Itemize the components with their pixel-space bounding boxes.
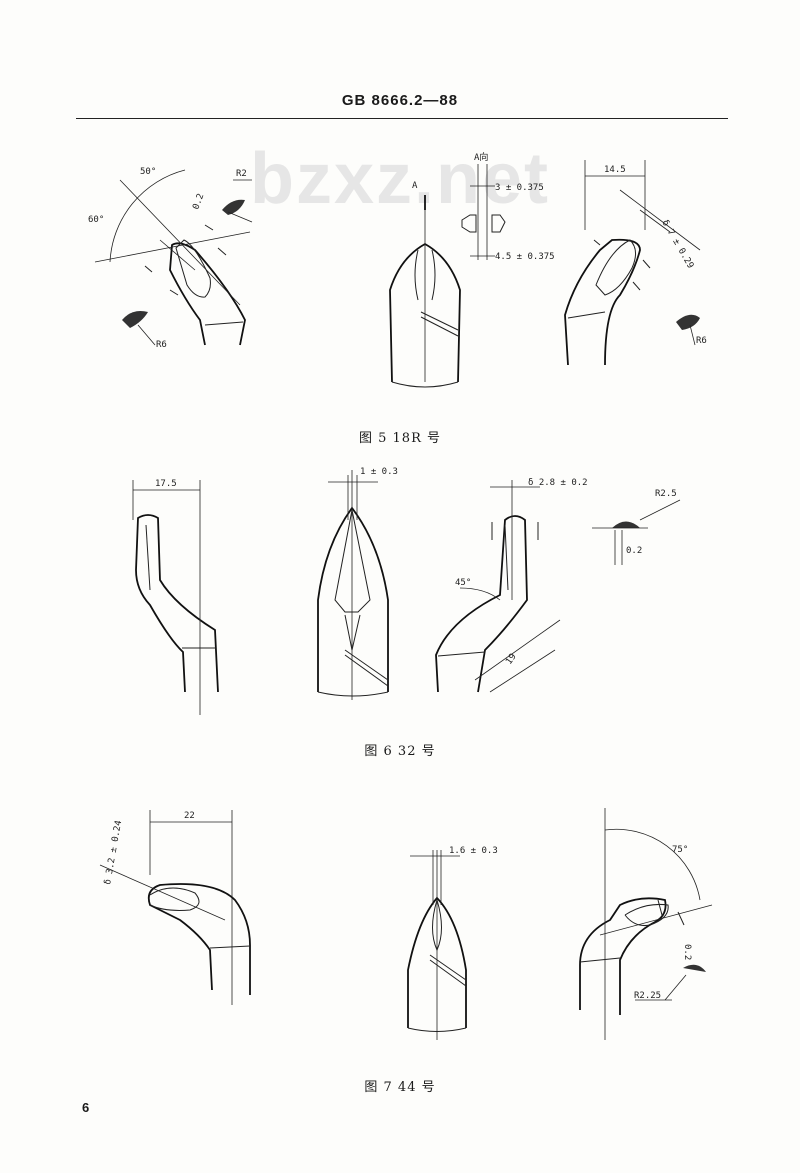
fig5-arrow-label: A: [412, 181, 418, 191]
figure-6-caption: 图 6 32 号: [364, 744, 436, 759]
fig6-angle-45: 45°: [455, 578, 471, 588]
figure-6-left-view: 17.5: [132, 479, 219, 715]
fig6-offset-0-2: 0.2: [626, 546, 642, 556]
fig5-width-3: 3 ± 0.375: [495, 183, 544, 193]
figure-6-center-view: 1 ± 0.3: [317, 467, 398, 700]
fig5-view-label: A向: [474, 151, 488, 163]
fig7-offset-0-2: 0.2: [682, 944, 692, 960]
fig6-width-17-5: 17.5: [155, 479, 177, 489]
page-header-title: GB 8666.2—88: [341, 92, 459, 109]
fig7-radius-r2-25: R2.25: [634, 991, 661, 1001]
figure-5-right-view: 14.5 δ 7 ± 0.29 R6: [564, 160, 707, 366]
fig5-offset-label: 0.2: [191, 192, 206, 211]
figure-7-caption: 图 7 44 号: [364, 1080, 436, 1095]
fig6-radius-r2-5: R2.5: [655, 489, 677, 499]
header-rule: [76, 118, 728, 119]
figure-7-center-view: 1.6 ± 0.3: [407, 846, 498, 1040]
fig5-radius-r2: R2: [236, 169, 247, 179]
figure-7-left-view: 22 δ 3.2 ± 0.24: [99, 810, 251, 1005]
fig6-diameter: δ 2.8 ± 0.2: [528, 478, 588, 488]
figure-5-center-view: A向 A 3 ± 0.375 4.5 ± 0.375: [389, 151, 555, 388]
fig5-width-14-5: 14.5: [604, 165, 626, 175]
fig7-angle-75: 75°: [672, 845, 688, 855]
fig5-width-4-5: 4.5 ± 0.375: [495, 252, 555, 262]
fig6-width-1: 1 ± 0.3: [360, 467, 398, 477]
watermark: bzxz.net: [249, 139, 551, 219]
figure-6-right-view: δ 2.8 ± 0.2 45° 19 R2.5 0.2: [435, 478, 681, 693]
figure-7-right-view: 75° 0.2 R2.25: [579, 808, 713, 1040]
fig5-angle-50: 50°: [140, 167, 156, 177]
fig7-width-22: 22: [184, 811, 195, 821]
fig5-radius-r6: R6: [156, 340, 167, 350]
fig5-radius-r6-right: R6: [696, 336, 707, 346]
fig5-angle-60: 60°: [88, 215, 104, 225]
fig6-length-19: 19: [504, 652, 518, 667]
fig7-width-1-6: 1.6 ± 0.3: [449, 846, 498, 856]
fig7-diameter: δ 3.2 ± 0.24: [103, 820, 124, 886]
fig5-diameter: δ 7 ± 0.29: [659, 219, 695, 271]
page-number: 6: [82, 1100, 90, 1115]
figure-5-caption: 图 5 18R 号: [359, 431, 441, 446]
figure-5-left-view: 50° 60° 0.2 R2 R6: [88, 167, 253, 350]
